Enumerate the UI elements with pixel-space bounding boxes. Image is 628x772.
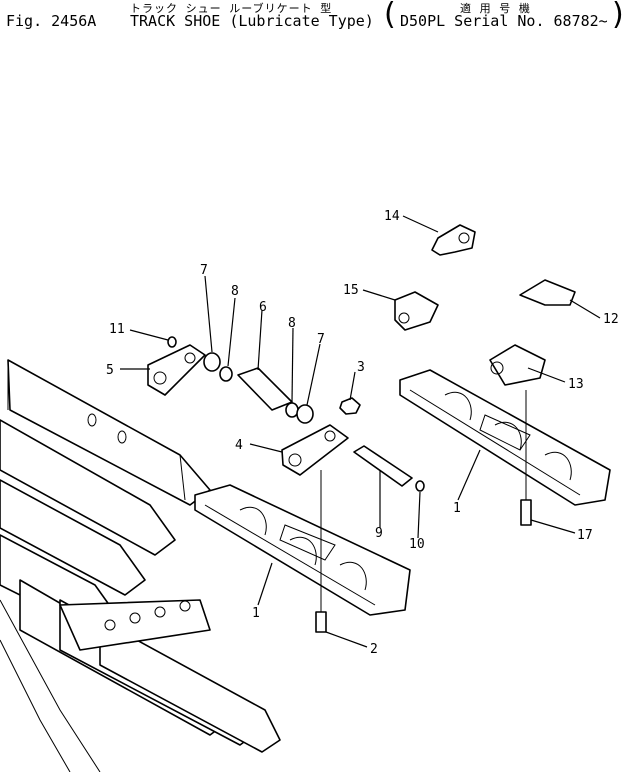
seal-7-left: [203, 352, 221, 372]
ring-8-left: [219, 366, 233, 382]
track-shoe-front: [194, 484, 411, 616]
assembled-track-illustration: [0, 359, 281, 772]
callout-8-left: 8: [231, 284, 239, 299]
callout-1-rear: 1: [453, 501, 461, 516]
callout-15: 15: [343, 283, 359, 298]
callout-7-left: 7: [200, 263, 208, 278]
callout-5: 5: [106, 363, 114, 378]
serial-applicability: D50PL Serial No. 68782~: [400, 12, 608, 30]
callout-13: 13: [568, 377, 584, 392]
nut-3: [339, 397, 361, 415]
callout-6: 6: [259, 300, 267, 315]
right-paren-glyph: ): [612, 0, 624, 32]
link-5: [147, 344, 206, 396]
ring-8-right: [285, 402, 299, 418]
callout-17: 17: [577, 528, 593, 543]
plug-11: [167, 336, 177, 348]
japanese-title: トラック シュー ルーブリケート 型: [130, 2, 333, 15]
master-link-part-14: [431, 224, 476, 256]
seal-7-right: [296, 404, 314, 424]
callout-8-right: 8: [288, 316, 296, 331]
link-4: [281, 424, 349, 476]
callout-3: 3: [357, 360, 365, 375]
callout-10: 10: [409, 537, 425, 552]
plug-10: [415, 480, 425, 492]
callout-labels: 1 1 2 3 4 5 6 7 7 8 8 9 10 11 12 13 14 1…: [106, 209, 619, 657]
callout-2: 2: [370, 642, 378, 657]
callout-12: 12: [603, 312, 619, 327]
pin-9: [353, 445, 413, 487]
callout-11: 11: [109, 322, 125, 337]
master-link-part-15: [394, 291, 439, 331]
callout-9: 9: [375, 526, 383, 541]
bushing-6: [237, 367, 293, 411]
callout-7-right: 7: [317, 332, 325, 347]
master-link-part-13: [489, 344, 546, 386]
track-shoe-rear: [399, 369, 611, 506]
callout-14: 14: [384, 209, 400, 224]
leader-lines: [120, 215, 601, 648]
left-paren-glyph: (: [384, 0, 396, 32]
figure-number: Fig. 2456A: [6, 12, 97, 30]
master-link-part-12: [519, 279, 576, 306]
callout-1-front: 1: [252, 606, 260, 621]
figure-title: TRACK SHOE (Lubricate Type): [130, 12, 374, 30]
japanese-applicable-label: 適 用 号 機: [460, 2, 531, 15]
bolt-2: [315, 611, 327, 633]
bolt-17: [520, 499, 532, 526]
callout-4: 4: [235, 438, 243, 453]
